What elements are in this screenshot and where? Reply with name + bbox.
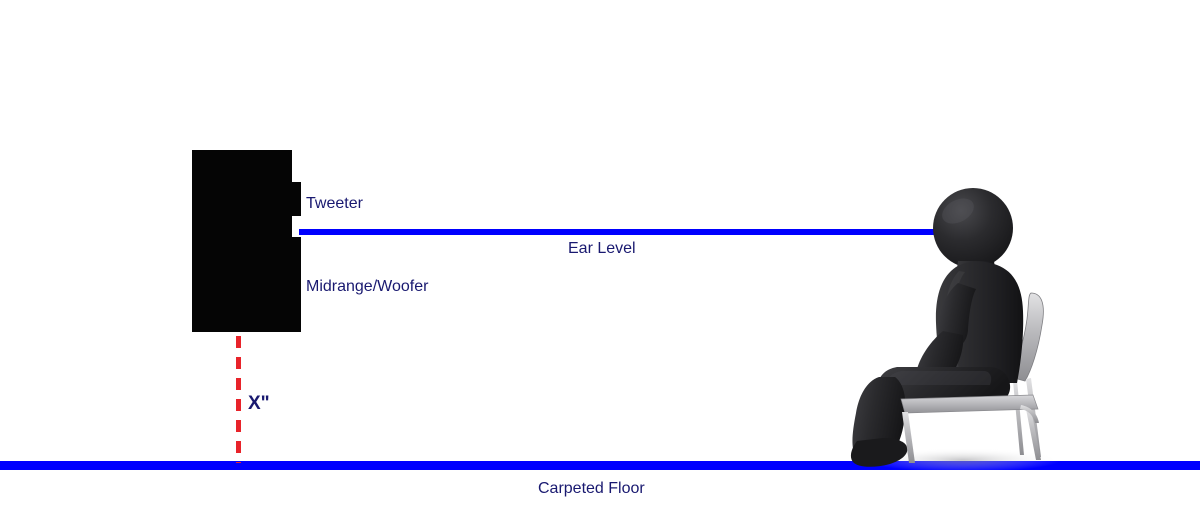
chair-leg-rear-left [1013,380,1024,455]
figure-head [933,188,1013,268]
distance-label: X" [248,393,270,414]
chair-leg-front-left [902,412,915,463]
figure-thigh [878,367,1011,404]
chair-leg-front-right [1026,409,1041,460]
tweeter-height-dimension-line [236,336,241,463]
head-highlight [942,198,974,224]
midrange-woofer-label: Midrange/Woofer [306,278,429,295]
chair-seat [900,394,1039,414]
figure-upper-arm [938,283,976,348]
tweeter-label: Tweeter [306,195,363,212]
ear-level-label: Ear Level [568,240,636,257]
thigh-highlight [886,371,992,385]
chair-leg-brace [1020,405,1039,423]
seated-listener-group [845,185,1075,470]
carpeted-floor-line [0,461,1200,470]
speaker-cabinet [192,150,292,332]
midrange-woofer-driver [288,237,301,332]
tweeter-driver [288,182,301,216]
carpeted-floor-label: Carpeted Floor [538,480,645,497]
ear-level-line [299,229,953,235]
figure-foot [850,438,908,467]
floor-shadow [865,448,1061,470]
